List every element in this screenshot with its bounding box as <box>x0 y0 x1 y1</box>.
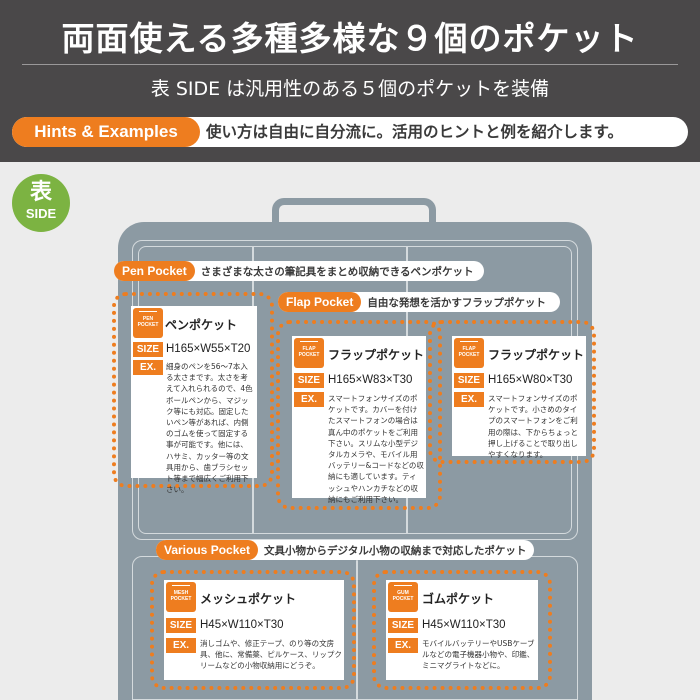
various-section-en: Various Pocket <box>156 540 259 560</box>
page-title: 両面使える多種多様な９個のポケット <box>61 19 639 58</box>
gum-size-value: H45×W110×T30 <box>422 619 506 631</box>
flap1-card: FLAP POCKET フラップポケット SIZE H165×W83×T30 E… <box>292 336 426 504</box>
mesh-size-tag: SIZE <box>166 618 196 633</box>
gum-icon: GUM POCKET <box>388 582 418 612</box>
gum-card: GUM POCKET ゴムポケット SIZE H45×W110×T30 EX. … <box>386 580 538 680</box>
side-badge-label: SIDE <box>25 206 57 221</box>
pen-example-text: 細身のペンを56〜7本入る太さまです。太さを考えて入れられるので、4色ボールペン… <box>166 362 253 495</box>
page-subtitle: 表 SIDE は汎用性のある５個のポケットを装備 <box>150 78 550 100</box>
flap2-card: FLAP POCKET フラップポケット SIZE H165×W80×T30 E… <box>452 336 586 459</box>
pen-section-en: Pen Pocket <box>114 261 195 281</box>
header-banner: 両面使える多種多様な９個のポケット 表 SIDE は汎用性のある５個のポケットを… <box>0 0 700 162</box>
gum-example-text: モバイルバッテリーやUSBケーブルなどの電子機器小物や、印鑑、ミニマグライトなど… <box>422 639 535 671</box>
flap2-icon: FLAP POCKET <box>454 338 484 368</box>
pen-section-label: Pen Pocket さまざまな太さの筆記具をまとめ収納できるペンポケット <box>114 261 484 281</box>
flap2-example-text: スマートフォンサイズのポケットです。小さめのタイプのスマートフォンをご利用の際は… <box>488 394 578 460</box>
flap1-ex-tag: EX. <box>294 392 324 407</box>
flap1-name: フラップポケット <box>328 348 425 362</box>
bag-handle <box>272 198 436 238</box>
flap1-icon: FLAP POCKET <box>294 338 324 368</box>
gum-size-tag: SIZE <box>388 618 418 633</box>
pen-section-jp: さまざまな太さの筆記具をまとめ収納できるペンポケット <box>200 265 474 278</box>
various-section-label: Various Pocket 文具小物からデジタル小物の収納まで対応したポケット <box>156 540 534 560</box>
lower-pocket-divider <box>356 560 358 700</box>
pen-pocket-highlight <box>112 292 274 488</box>
mesh-size-value: H45×W110×T30 <box>200 619 284 631</box>
flap1-example-text: スマートフォンサイズのポケットです。カバーを付けたスマートフォンの場合は真ん中の… <box>328 394 424 504</box>
flap2-size-tag: SIZE <box>454 373 484 388</box>
hints-text: 使い方は自由に自分流に。活用のヒントと例を紹介します。 <box>206 123 623 141</box>
hints-label: Hints & Examples <box>12 117 200 147</box>
pen-pocket-name: ペンポケット <box>165 318 238 332</box>
flap-section-label: Flap Pocket 自由な発想を活かすフラップポケット <box>278 292 560 312</box>
mesh-highlight <box>150 570 356 690</box>
pen-pocket-icon: PEN POCKET <box>133 308 163 338</box>
gum-name: ゴムポケット <box>422 592 495 606</box>
flap1-size-value: H165×W83×T30 <box>328 374 413 386</box>
side-badge-kanji: 表 <box>29 180 52 205</box>
pen-size-value: H165×W55×T20 <box>166 343 251 355</box>
mesh-card: MESH POCKET メッシュポケット SIZE H45×W110×T30 E… <box>164 580 344 680</box>
pen-size-tag: SIZE <box>133 342 163 357</box>
flap-section-jp: 自由な発想を活かすフラップポケット <box>367 296 546 309</box>
various-section-jp: 文具小物からデジタル小物の収納まで対応したポケット <box>264 544 527 557</box>
pen-pocket-card: PEN POCKET ペンポケット SIZE H165×W55×T20 EX. … <box>131 306 257 494</box>
side-badge: 表 SIDE <box>12 174 70 232</box>
mesh-ex-tag: EX. <box>166 638 196 653</box>
mesh-icon: MESH POCKET <box>166 582 196 612</box>
gum-highlight <box>372 570 552 690</box>
pen-ex-tag: EX. <box>133 360 163 375</box>
flap2-name: フラップポケット <box>488 348 585 362</box>
flap2-size-value: H165×W80×T30 <box>488 374 573 386</box>
flap2-ex-tag: EX. <box>454 392 484 407</box>
gum-ex-tag: EX. <box>388 638 418 653</box>
flap1-size-tag: SIZE <box>294 373 324 388</box>
flap1-highlight <box>276 320 442 510</box>
flap2-highlight <box>428 320 596 464</box>
mesh-example-text: 消しゴムや、修正テープ、のり等の文房具、他に、常備薬、ピルケース、リップクリーム… <box>200 639 342 671</box>
flap-section-en: Flap Pocket <box>278 292 362 312</box>
mesh-name: メッシュポケット <box>200 592 297 606</box>
header-divider <box>22 64 678 65</box>
